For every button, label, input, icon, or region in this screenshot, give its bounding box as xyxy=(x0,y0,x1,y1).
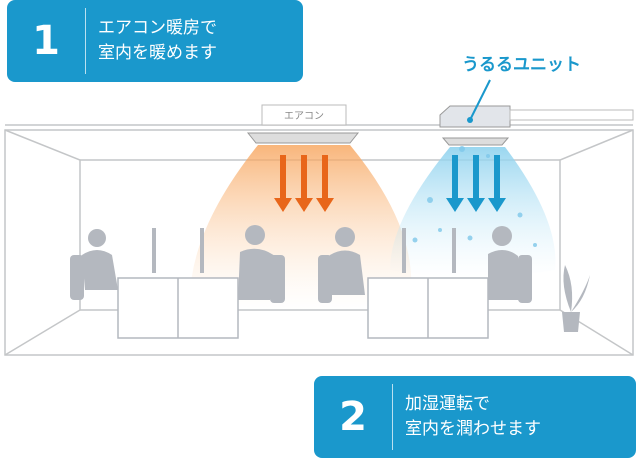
step-1-badge: 1 エアコン暖房で 室内を暖めます xyxy=(7,0,303,82)
ac-indoor-box xyxy=(261,104,347,126)
unit-panel xyxy=(441,137,510,146)
cool-air-flow xyxy=(390,147,556,278)
water-droplets xyxy=(412,146,537,247)
monitors xyxy=(152,228,456,273)
divider xyxy=(85,8,86,74)
step-line: 室内を潤わせます xyxy=(405,419,541,439)
step-text: エアコン暖房で 室内を暖めます xyxy=(86,16,217,66)
step-line: 室内を暖めます xyxy=(98,43,217,63)
aircon-label: エアコン xyxy=(284,111,324,122)
duct xyxy=(509,109,634,121)
plant xyxy=(562,265,590,332)
desks xyxy=(117,277,489,339)
step-number: 1 xyxy=(32,18,60,64)
ac-panel xyxy=(246,132,360,144)
step-text: 加湿運転で 室内を潤わせます xyxy=(393,392,541,442)
step-line: 加湿運転で xyxy=(405,394,490,414)
uruuru-unit-label: うるるユニット xyxy=(462,55,581,75)
step-number: 2 xyxy=(339,394,367,440)
warm-arrows-icon xyxy=(274,155,334,212)
office-people xyxy=(70,225,532,303)
step-2-badge: 2 加湿運転で 室内を潤わせます xyxy=(314,376,636,458)
step-line: エアコン暖房で xyxy=(98,18,217,38)
humidity-arrows-icon xyxy=(446,155,506,212)
divider xyxy=(392,384,393,450)
